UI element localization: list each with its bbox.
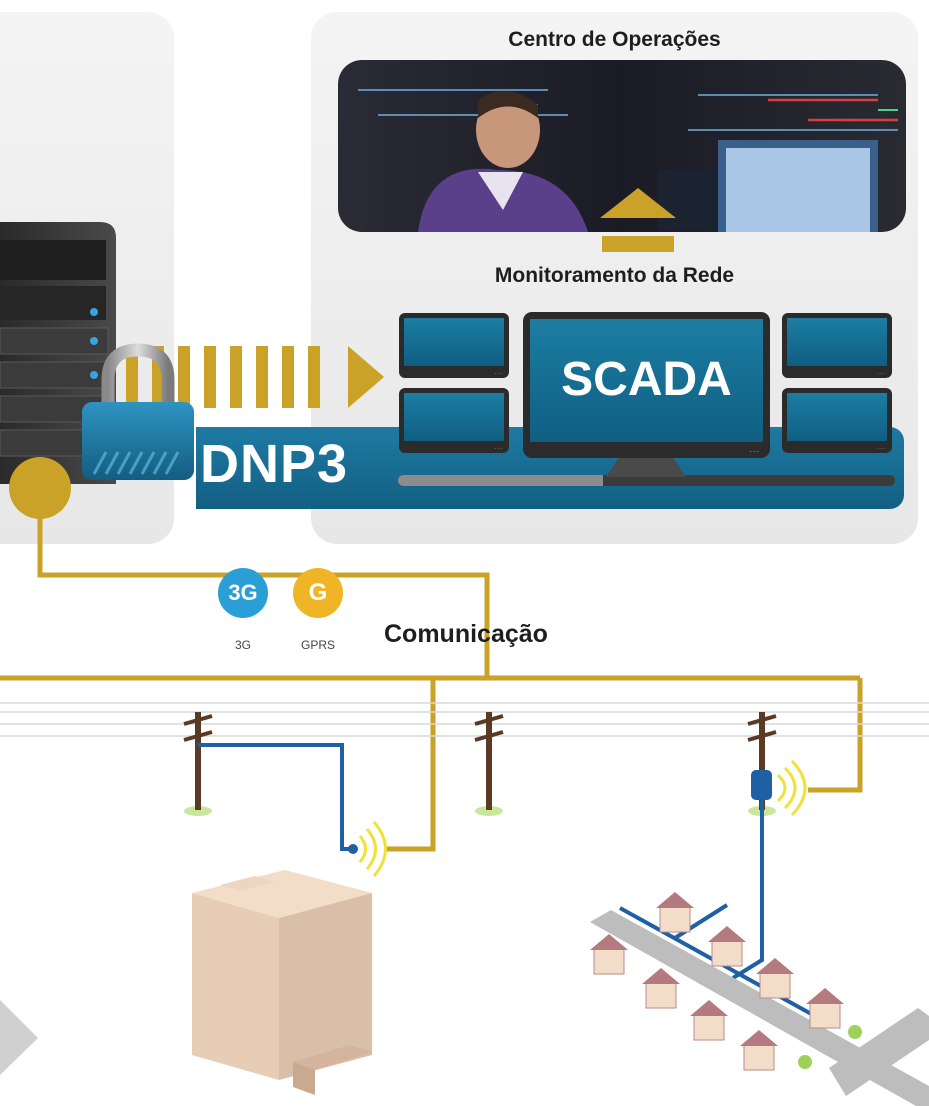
operations-photo bbox=[338, 60, 906, 232]
3g-icon-text: 3G bbox=[228, 580, 258, 605]
gprs-icon-text: G bbox=[308, 579, 328, 606]
monitor-top-left: ... bbox=[399, 313, 509, 378]
office-building bbox=[192, 844, 372, 1095]
utility-pole-1 bbox=[183, 712, 213, 816]
gprs-icon: G bbox=[293, 568, 343, 618]
upload-arrow-icon bbox=[600, 188, 676, 252]
monitor-bottom-right: ... bbox=[782, 388, 892, 453]
padlock-icon bbox=[82, 343, 194, 480]
3g-label: 3G bbox=[234, 638, 251, 652]
scada-monitor: ... bbox=[523, 312, 770, 458]
operations-center-title: Centro de Operações bbox=[508, 28, 721, 51]
scada-stand bbox=[606, 455, 686, 477]
recloser-device bbox=[751, 770, 772, 800]
progress-track bbox=[398, 475, 895, 486]
network-monitoring-title: Monitoramento da Rede bbox=[494, 264, 735, 287]
communication-title: Comunicação bbox=[384, 620, 548, 648]
progress-highlight bbox=[398, 475, 603, 486]
server-node bbox=[9, 457, 71, 519]
scada-label: SCADA bbox=[561, 353, 732, 406]
monitor-bottom-left: ... bbox=[399, 388, 509, 453]
monitor-top-right: ... bbox=[782, 313, 892, 378]
3g-icon: 3G bbox=[218, 568, 268, 618]
neighborhood bbox=[590, 892, 929, 1106]
gprs-label: GPRS bbox=[300, 638, 335, 652]
utility-pole-2 bbox=[474, 712, 504, 816]
dnp3-label: DNP3 bbox=[200, 434, 349, 494]
data-flow-arrow bbox=[126, 346, 384, 408]
